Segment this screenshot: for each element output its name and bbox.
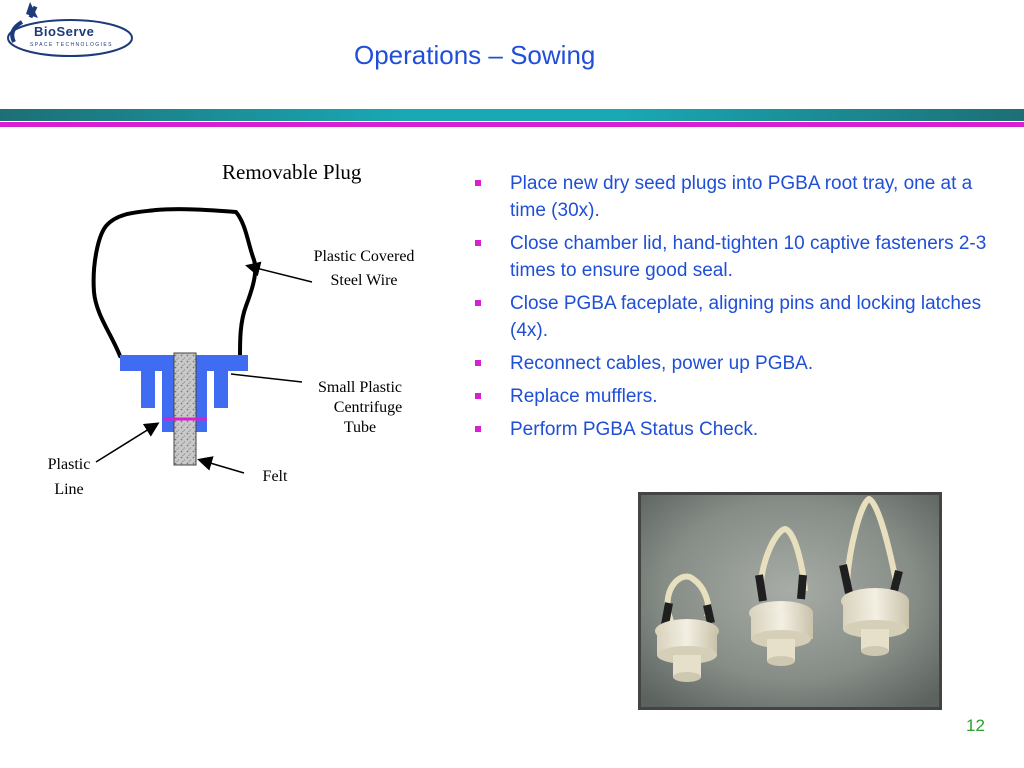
bullet-text: Reconnect cables, power up PGBA.: [510, 353, 814, 374]
bullet-item: Replace mufflers.: [466, 383, 1006, 410]
label-plastic-covered-steel-wire: Plastic Covered Steel Wire: [294, 245, 434, 293]
label-plastic-line: Plastic Line: [34, 452, 104, 502]
header-rule-magenta: [0, 122, 1024, 127]
bullet-text: Close PGBA faceplate, aligning pins and …: [510, 293, 982, 341]
label-wire-line-2: Steel Wire: [330, 272, 398, 289]
bullet-square-icon: [475, 360, 481, 366]
slide-title: Operations – Sowing: [354, 40, 596, 70]
label-tube-line-3: Tube: [343, 419, 377, 436]
diagram-title: Removable Plug: [222, 160, 362, 184]
bullet-item: Perform PGBA Status Check.: [466, 416, 1006, 443]
bullet-square-icon: [475, 180, 481, 186]
logo-tagline: SPACE TECHNOLOGIES: [30, 42, 113, 48]
bullet-square-icon: [475, 240, 481, 246]
bullet-square-icon: [475, 300, 481, 306]
bullet-item: Reconnect cables, power up PGBA.: [466, 350, 1006, 377]
bullet-text: Place new dry seed plugs into PGBA root …: [510, 173, 973, 221]
bullet-item: Close chamber lid, hand-tighten 10 capti…: [466, 230, 1006, 284]
label-line-line-1: Plastic: [47, 456, 91, 473]
bullet-square-icon: [475, 426, 481, 432]
label-tube-line-2: Centrifuge: [333, 399, 403, 416]
label-line-line-2: Line: [54, 481, 84, 498]
seed-plugs-photo: [638, 492, 942, 710]
plug-body: [120, 355, 248, 432]
tube-leader-line: [230, 373, 303, 383]
rocket-logo-icon: [7, 2, 133, 57]
line-leader-arrow: [95, 422, 160, 463]
procedure-bullet-list: Place new dry seed plugs into PGBA root …: [466, 170, 1006, 449]
label-tube-line-1: Small Plastic: [318, 379, 402, 396]
steel-wire-loop: [91, 207, 258, 358]
label-wire-line-1: Plastic Covered: [313, 248, 415, 265]
header-rule-teal: [0, 109, 1024, 121]
bullet-square-icon: [475, 393, 481, 399]
felt-leader-arrow: [197, 456, 245, 474]
bullet-text: Close chamber lid, hand-tighten 10 capti…: [510, 233, 987, 281]
page-number: 12: [966, 716, 985, 735]
bullet-item: Close PGBA faceplate, aligning pins and …: [466, 290, 1006, 344]
label-felt: Felt: [262, 468, 288, 485]
bullet-item: Place new dry seed plugs into PGBA root …: [466, 170, 1006, 224]
logo-name: BioServe: [34, 24, 95, 39]
seed-plugs-image: [641, 495, 939, 707]
label-small-plastic-centrifuge-tube: Small Plastic Centrifuge Tube: [300, 378, 420, 438]
bullet-text: Replace mufflers.: [510, 386, 658, 407]
bioserve-logo: BioServe SPACE TECHNOLOGIES: [0, 0, 140, 62]
felt-core: [173, 352, 197, 466]
bullet-text: Perform PGBA Status Check.: [510, 419, 759, 440]
